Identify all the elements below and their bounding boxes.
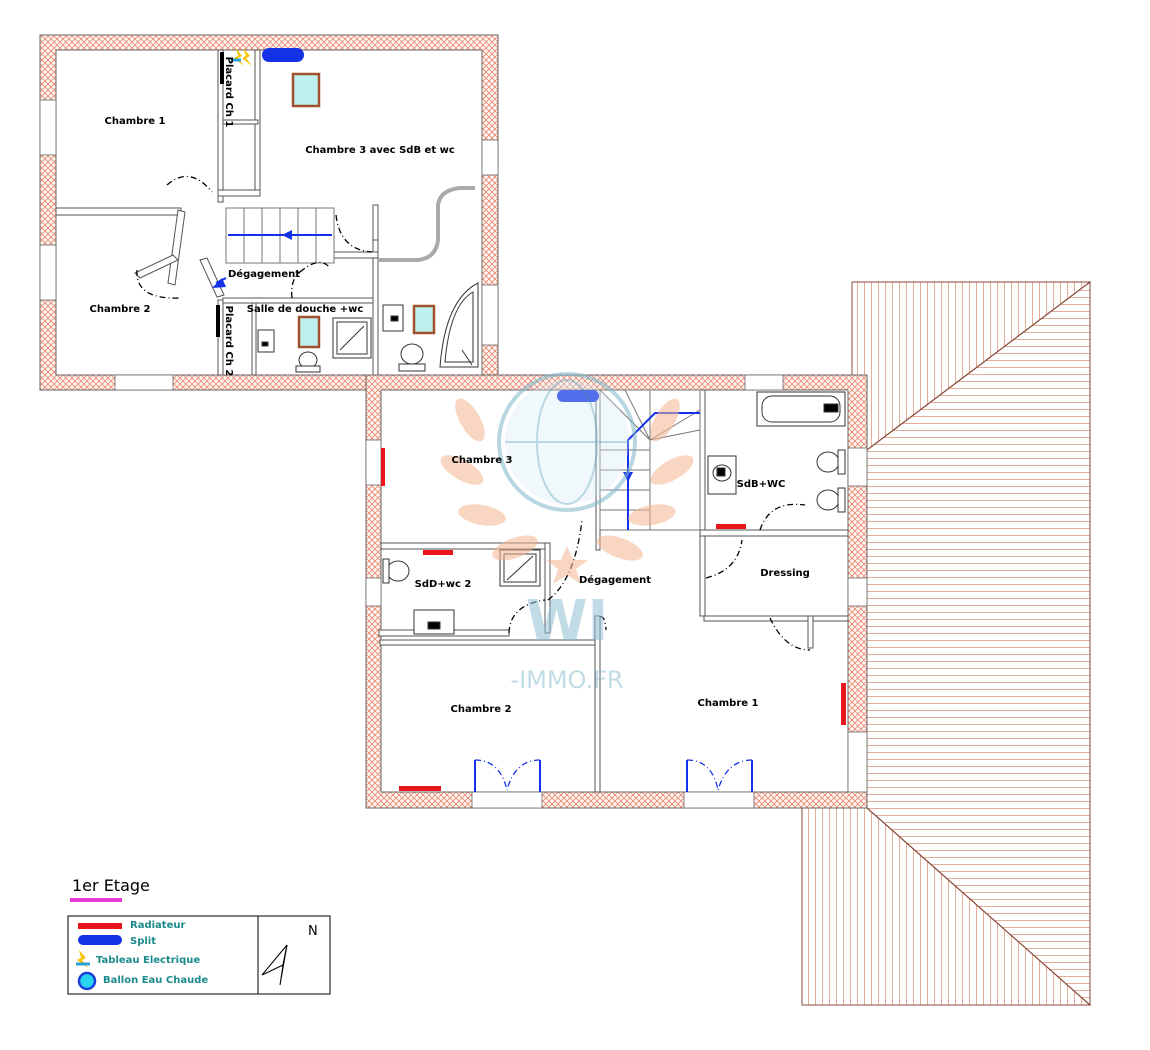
watermark-logo: WI xyxy=(526,589,609,654)
bidet-icon xyxy=(816,489,840,511)
legend-split-swatch xyxy=(78,935,122,945)
toilet-icon xyxy=(386,560,410,582)
legend-tableau-label: Tableau Electrique xyxy=(96,955,200,966)
roof xyxy=(801,280,1092,1007)
room-label-chambre-3-suite: Chambre 3 avec SdB et wc xyxy=(305,145,455,156)
toilet-icon xyxy=(400,343,424,365)
room-label-chambre-1b: Chambre 1 xyxy=(698,698,759,709)
room-label-chambre-2: Chambre 2 xyxy=(90,304,151,315)
toilet-icon xyxy=(816,451,840,473)
room-label-degagement-2: Dégagement xyxy=(579,574,651,586)
room-label-degagement: Dégagement xyxy=(228,268,300,280)
legend: Radiateur Split Tableau Electrique Ballo… xyxy=(67,915,331,995)
floor-title: 1er Etage xyxy=(72,876,150,895)
room-label-sdd-wc-2: SdD+wc 2 xyxy=(415,579,472,590)
legend-split-label: Split xyxy=(130,936,156,947)
skylight-icon xyxy=(297,315,321,349)
room-label-chambre-2b: Chambre 2 xyxy=(451,704,512,715)
legend-radiator-swatch xyxy=(78,923,122,929)
legend-tableau-icon xyxy=(76,950,90,968)
room-label-placard-1: Placard Ch 1 xyxy=(223,57,234,128)
skylight-icon xyxy=(412,304,436,335)
split-icon xyxy=(262,48,304,62)
room-label-chambre-3: Chambre 3 xyxy=(452,455,513,466)
compass-north-label: N xyxy=(308,924,318,939)
sink-icon xyxy=(257,329,275,353)
legend-radiator-label: Radiateur xyxy=(130,920,185,931)
compass-arrow-icon xyxy=(261,944,288,986)
legend-ballon-label: Ballon Eau Chaude xyxy=(103,975,208,986)
room-label-salle-de-douche: Salle de douche +wc xyxy=(247,304,364,315)
legend-ballon-icon xyxy=(77,971,97,991)
room-label-placard-2: Placard Ch 2 xyxy=(223,306,234,377)
watermark: WI -IMMO.FR xyxy=(440,372,694,694)
radiator-icon xyxy=(381,448,846,791)
room-label-dressing: Dressing xyxy=(760,568,810,579)
watermark-site: -IMMO.FR xyxy=(510,666,623,694)
room-label-chambre-1: Chambre 1 xyxy=(105,116,166,127)
tableau-electrique-icon xyxy=(231,48,252,66)
room-label-sdb-wc: SdB+WC xyxy=(737,479,786,490)
left-block xyxy=(39,34,499,391)
floor-title-underline xyxy=(70,898,122,902)
skylight-icon xyxy=(291,72,321,108)
